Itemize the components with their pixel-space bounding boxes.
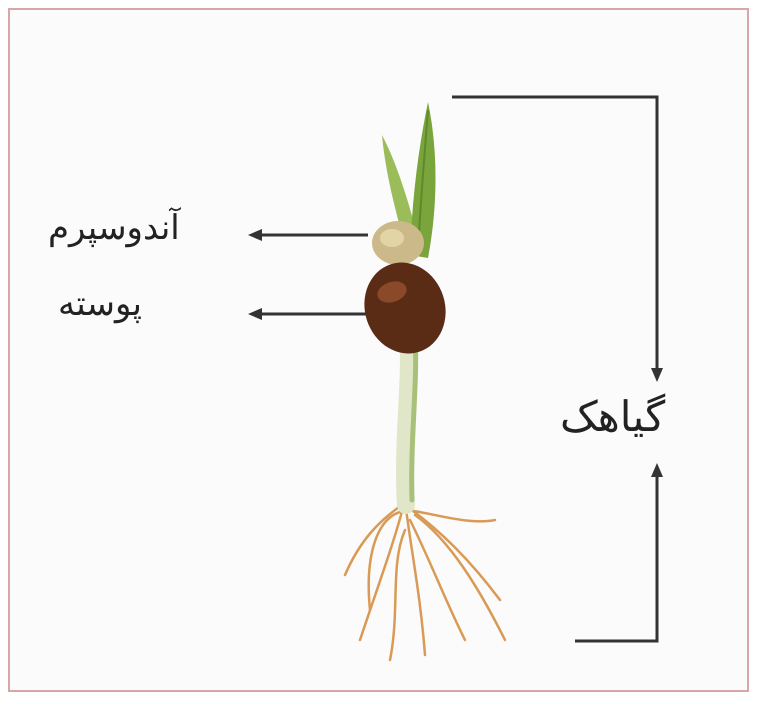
pointer-endosperm xyxy=(248,229,368,241)
bracket-arrow-up xyxy=(651,463,663,477)
pointer-seed-coat xyxy=(248,308,366,320)
endosperm-highlight xyxy=(380,229,404,247)
label-seedling: گیاهک xyxy=(560,392,665,441)
label-endosperm: آندوسپرم xyxy=(48,208,180,248)
stem xyxy=(405,330,409,505)
label-seed-coat: پوسته xyxy=(58,284,142,324)
seedling-bracket xyxy=(452,97,657,641)
roots xyxy=(345,500,505,660)
bracket-arrow-down xyxy=(651,368,663,382)
seed-coat xyxy=(353,252,458,364)
